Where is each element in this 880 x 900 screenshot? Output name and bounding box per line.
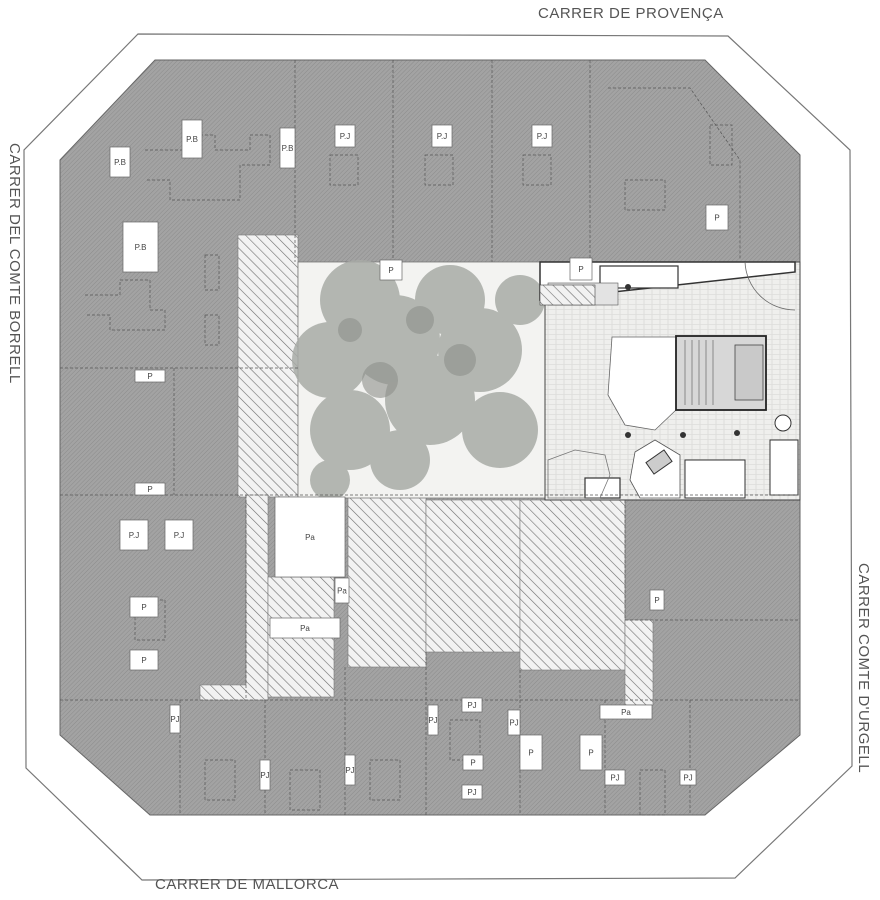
plot-box: Pa	[274, 496, 346, 578]
plot-label: PJ	[345, 766, 354, 775]
plot-box: P.J	[431, 124, 453, 148]
plot-box: PJ	[679, 769, 697, 786]
plot-box: P	[129, 596, 159, 618]
plot-label: PJ	[260, 771, 269, 780]
plot-label: P.B	[282, 144, 294, 153]
plot-label: PJ	[509, 719, 518, 728]
plot-box: PJ	[427, 704, 439, 736]
plot-label: P	[141, 656, 146, 665]
plot-box: P	[462, 754, 484, 771]
plot-box: P	[129, 649, 159, 671]
plot-label: PJ	[428, 716, 437, 725]
plot-box: P	[134, 482, 166, 496]
hatched-areas	[199, 234, 654, 706]
plot-box: P	[705, 204, 729, 231]
plot-box: Pa	[599, 704, 653, 720]
plot-label: P	[147, 372, 152, 381]
plot-box: PJ	[507, 709, 521, 736]
plot-box: Pa	[334, 577, 350, 604]
plot-box: PJ	[604, 769, 626, 786]
plot-box: P	[519, 734, 543, 771]
plot-label: P.J	[174, 531, 185, 540]
plot-label: P	[528, 749, 533, 758]
plot-box: P.J	[334, 124, 356, 148]
plot-label: P.J	[340, 132, 351, 141]
plot-label: P	[470, 759, 475, 768]
plot-label: Pa	[337, 587, 347, 596]
plot-label: P.J	[437, 132, 448, 141]
plot-box: PJ	[461, 784, 483, 800]
plot-label: PJ	[683, 774, 692, 783]
street-label-provenca: CARRER DE PROVENÇA	[538, 5, 724, 22]
plot-label: P	[147, 485, 152, 494]
courtyard-garden	[292, 260, 546, 500]
plot-label: PJ	[610, 774, 619, 783]
plot-label: P.J	[129, 531, 140, 540]
plot-label: Pa	[621, 708, 631, 717]
plot-box: P.B	[279, 127, 296, 169]
plot-label: P.J	[537, 132, 548, 141]
plot-box: PJ	[259, 759, 271, 791]
plot-box: P	[579, 734, 603, 771]
plot-label: P	[714, 214, 719, 223]
plot-box: Pa	[269, 617, 341, 639]
plot-box: P.J	[119, 519, 149, 551]
plot-box: PJ	[169, 704, 181, 734]
plot-label: P	[578, 265, 583, 274]
plot-label: PJ	[467, 788, 476, 797]
plot-box: P.B	[109, 146, 131, 178]
plot-label: PJ	[170, 715, 179, 724]
plot-box: P.J	[164, 519, 194, 551]
street-label-comte-borrell: CARRER DEL COMTE BORRELL	[6, 143, 23, 384]
plot-box: P	[379, 259, 403, 281]
plot-box: P.B	[181, 119, 203, 159]
plot-label: Pa	[300, 624, 310, 633]
plot-label: P	[141, 603, 146, 612]
plot-box: P	[134, 369, 166, 383]
plot-box: PJ	[461, 697, 483, 713]
street-label-comte-urgell: CARRER COMTE D'URGELL	[855, 563, 872, 774]
library-building	[539, 261, 801, 501]
plot-box: P.B	[122, 221, 159, 273]
plot-label: PJ	[467, 701, 476, 710]
plot-box: P.J	[531, 124, 553, 148]
plot-label: P.B	[114, 158, 126, 167]
plot-box: PJ	[344, 754, 356, 786]
plot-label: P	[388, 266, 393, 275]
plot-label: P	[654, 596, 659, 605]
plot-label: P	[588, 749, 593, 758]
plot-label: P.B	[186, 135, 198, 144]
street-outline	[23, 33, 853, 881]
plot-box: P	[649, 589, 665, 611]
plot-box: P	[569, 257, 593, 281]
plot-label: P.B	[135, 243, 147, 252]
street-label-mallorca: CARRER DE MALLORCA	[155, 876, 340, 893]
plot-label: Pa	[305, 533, 315, 542]
